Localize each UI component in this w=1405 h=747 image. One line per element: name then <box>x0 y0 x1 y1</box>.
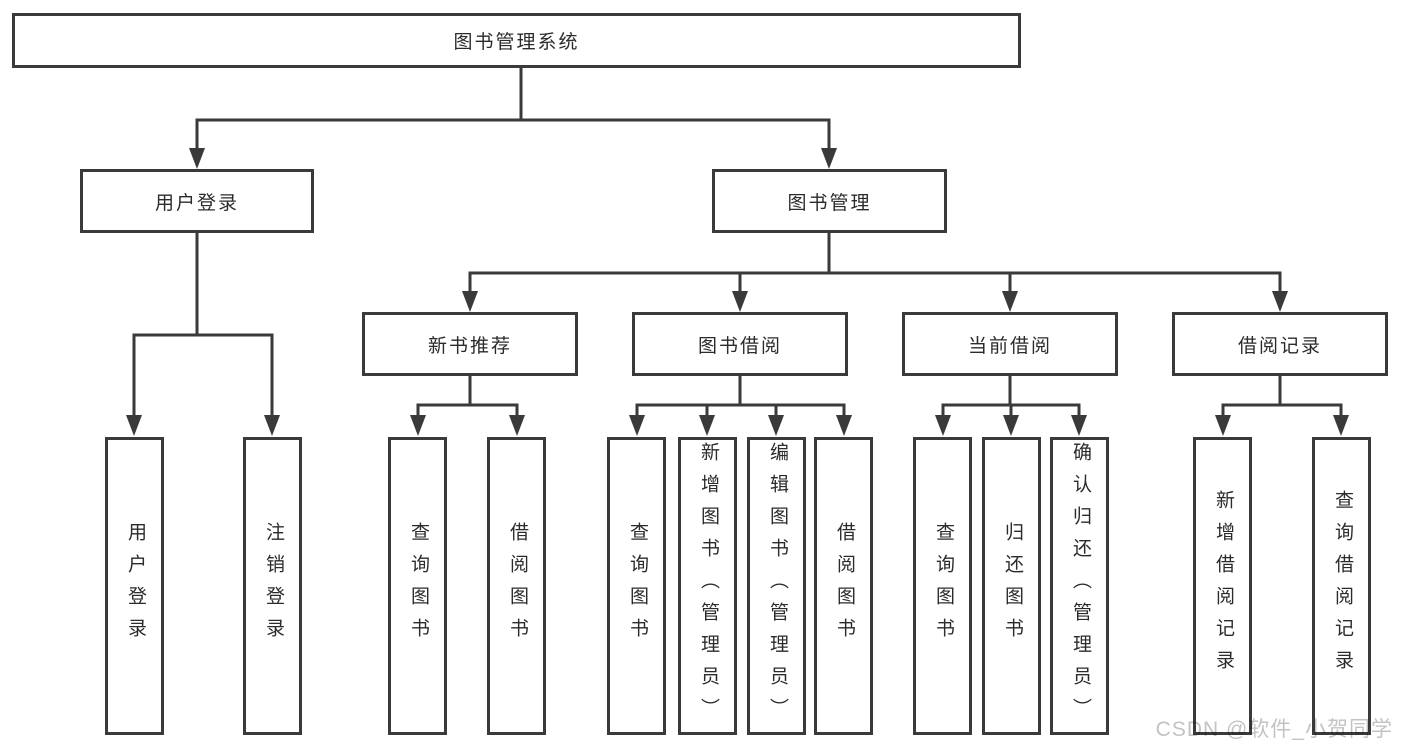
leaf-borrow-book: 借阅图书 <box>814 437 873 735</box>
arrow-down-icon <box>1003 415 1019 436</box>
leaf-query-book-recommend-label: 查询图书 <box>407 522 429 650</box>
arrow-down-icon <box>1272 291 1288 312</box>
leaf-logout: 注销登录 <box>243 437 302 735</box>
leaf-add-book-admin-label: 新增图书（管理员） <box>697 442 719 730</box>
node-user-login-label: 用户登录 <box>154 192 239 214</box>
arrow-down-icon <box>836 415 852 436</box>
node-root-system-label: 图书管理系统 <box>453 32 580 53</box>
connector-level2-branch <box>195 118 831 152</box>
leaf-borrow-book-label: 借阅图书 <box>833 522 855 650</box>
arrow-down-icon <box>126 415 142 436</box>
arrow-down-icon <box>821 148 837 169</box>
node-current-borrowing-label: 当前借阅 <box>967 335 1052 357</box>
connector-book-mgmt-branch <box>468 233 1282 294</box>
leaf-return-book-label: 归还图书 <box>1001 522 1023 650</box>
connector-book-borrow-branch <box>635 375 846 417</box>
node-root-system: 图书管理系统 <box>12 13 1021 68</box>
leaf-query-book-current-label: 查询图书 <box>932 522 954 650</box>
leaf-confirm-return-admin: 确认归还（管理员） <box>1050 437 1109 735</box>
node-book-borrowing-label: 图书借阅 <box>697 335 782 357</box>
arrow-down-icon <box>264 415 280 436</box>
connector-lines <box>132 66 1343 417</box>
arrow-down-icon <box>462 291 478 312</box>
arrow-down-icon <box>1333 415 1349 436</box>
arrow-down-icon <box>1071 415 1087 436</box>
arrow-down-icon <box>732 291 748 312</box>
leaf-edit-book-admin: 编辑图书（管理员） <box>747 437 806 735</box>
leaf-borrow-book-recommend-label: 借阅图书 <box>506 522 528 650</box>
connector-current-borrow-branch <box>941 375 1081 417</box>
leaf-user-login-label: 用户登录 <box>124 522 146 650</box>
leaf-query-book-borrow: 查询图书 <box>607 437 666 735</box>
leaf-query-borrow-record: 查询借阅记录 <box>1312 437 1371 735</box>
arrowheads <box>126 148 1349 436</box>
leaf-edit-book-admin-label: 编辑图书（管理员） <box>766 442 788 730</box>
node-current-borrowing: 当前借阅 <box>902 312 1118 376</box>
node-book-borrowing: 图书借阅 <box>632 312 848 376</box>
node-new-book-recommend-label: 新书推荐 <box>427 335 512 357</box>
leaf-borrow-book-recommend: 借阅图书 <box>487 437 546 735</box>
leaf-add-borrow-record-label: 新增借阅记录 <box>1212 490 1234 682</box>
arrow-down-icon <box>509 415 525 436</box>
node-borrowing-records: 借阅记录 <box>1172 312 1388 376</box>
connector-borrow-record-branch <box>1221 375 1343 417</box>
connector-new-book-rec-branch <box>416 375 519 417</box>
leaf-user-login: 用户登录 <box>105 437 164 735</box>
node-book-management-label: 图书管理 <box>787 192 872 214</box>
leaf-query-borrow-record-label: 查询借阅记录 <box>1331 490 1353 682</box>
arrow-down-icon <box>410 415 426 436</box>
node-user-login: 用户登录 <box>80 169 314 233</box>
leaf-query-book-recommend: 查询图书 <box>388 437 447 735</box>
arrow-down-icon <box>1002 291 1018 312</box>
leaf-return-book: 归还图书 <box>982 437 1041 735</box>
leaf-add-book-admin: 新增图书（管理员） <box>678 437 737 735</box>
leaf-query-book-borrow-label: 查询图书 <box>626 522 648 650</box>
arrow-down-icon <box>768 415 784 436</box>
connector-user-login-branch <box>132 233 274 417</box>
arrow-down-icon <box>189 148 205 169</box>
leaf-query-book-current: 查询图书 <box>913 437 972 735</box>
csdn-watermark: CSDN @软件_小贺同学 <box>1155 718 1393 741</box>
arrow-down-icon <box>629 415 645 436</box>
arrow-down-icon <box>699 415 715 436</box>
arrow-down-icon <box>935 415 951 436</box>
leaf-logout-label: 注销登录 <box>262 522 284 650</box>
node-book-management: 图书管理 <box>712 169 947 233</box>
leaf-confirm-return-admin-label: 确认归还（管理员） <box>1069 442 1091 730</box>
arrow-down-icon <box>1215 415 1231 436</box>
leaf-add-borrow-record: 新增借阅记录 <box>1193 437 1252 735</box>
node-new-book-recommend: 新书推荐 <box>362 312 578 376</box>
node-borrowing-records-label: 借阅记录 <box>1237 335 1322 357</box>
